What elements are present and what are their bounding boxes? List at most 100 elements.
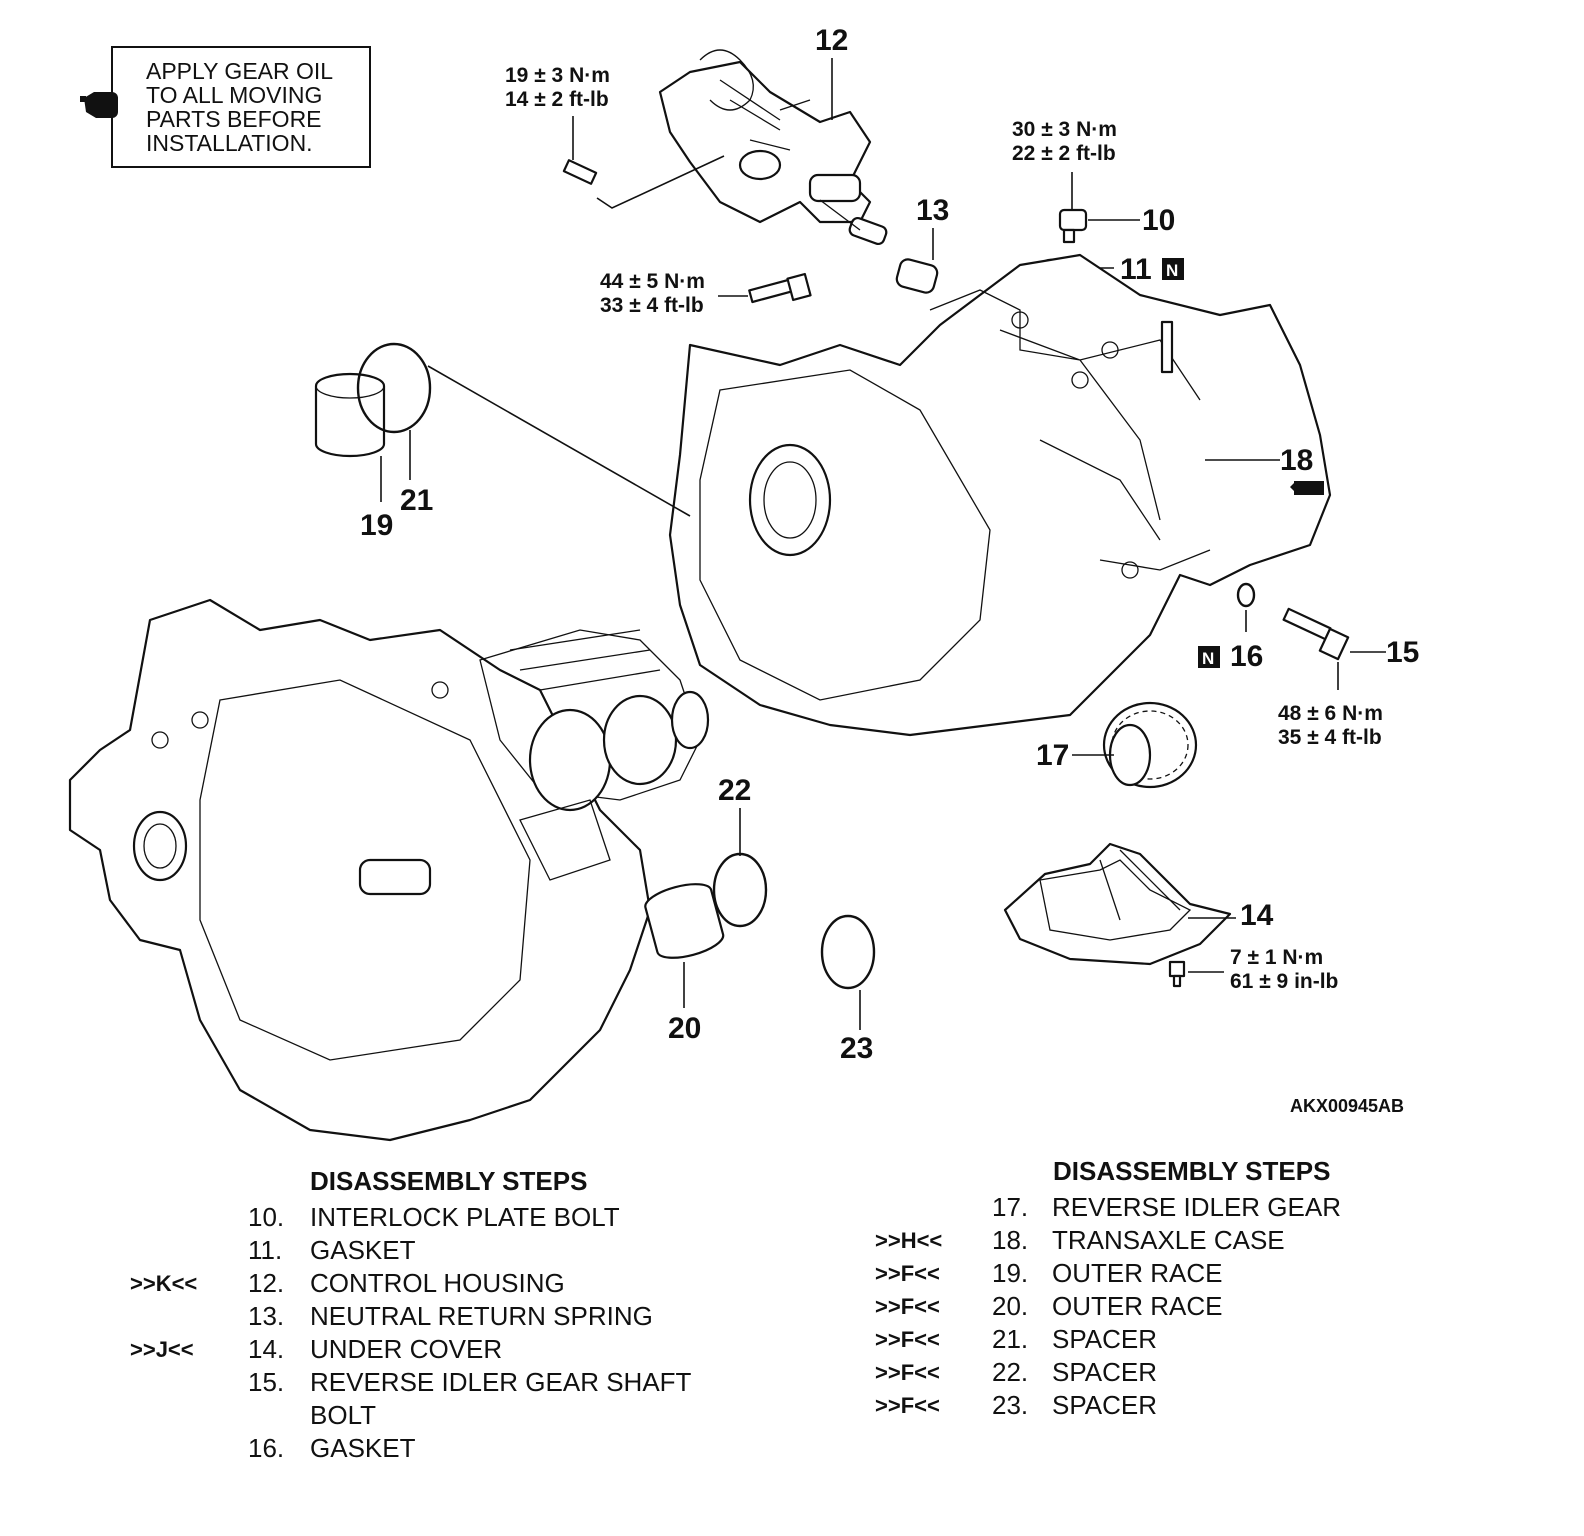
reverse-idler-gear-part — [1072, 701, 1198, 789]
gear-oil-note: APPLY GEAR OIL TO ALL MOVING PARTS BEFOR… — [80, 46, 371, 168]
clutch-housing-assembly-part — [68, 598, 710, 1142]
step-row: >>K<<12.CONTROL HOUSING — [130, 1267, 750, 1300]
figure-code: AKX00945AB — [1290, 1096, 1404, 1116]
svg-text:N: N — [1202, 649, 1214, 668]
step-label: CONTROL HOUSING — [310, 1268, 565, 1298]
torque-15-ftlb: 35 ± 4 ft-lb — [1278, 726, 1382, 749]
callout-13: 13 — [916, 194, 949, 227]
under-cover-bolt-part — [1168, 960, 1224, 988]
step-number: 14. — [248, 1334, 285, 1364]
step-number: 17. — [992, 1192, 1029, 1222]
torque-10-nm: 30 ± 3 N·m — [1012, 118, 1117, 141]
step-number: 13. — [248, 1301, 285, 1331]
step-row: 10. INTERLOCK PLATE BOLT — [130, 1201, 750, 1234]
step-label: SPACER — [1052, 1357, 1157, 1387]
step-label: OUTER RACE — [1052, 1291, 1223, 1321]
step-number: 10. — [248, 1202, 285, 1232]
step-label: INTERLOCK PLATE BOLT — [310, 1202, 620, 1232]
step-label: SPACER — [1052, 1390, 1157, 1420]
control-housing-part — [658, 49, 888, 246]
step-row: >>H<< 18. TRANSAXLE CASE — [875, 1224, 1455, 1257]
step-row: >>F<< 23. SPACER — [875, 1389, 1455, 1422]
step-row: >>F<< 19. OUTER RACE — [875, 1257, 1455, 1290]
callout-10: 10 — [1142, 204, 1175, 237]
spacer-21-part — [356, 342, 432, 480]
control-housing-bolt — [562, 116, 725, 209]
callout-15: 15 — [1386, 636, 1419, 669]
callout-11: 11 — [1120, 253, 1152, 286]
svg-text:N: N — [1166, 261, 1178, 280]
under-cover-part — [1003, 842, 1236, 966]
callout-22: 22 — [718, 774, 751, 807]
interlock-plate-bolt-part — [1058, 172, 1140, 244]
steps-right-list: 17. REVERSE IDLER GEAR >>H<< 18. TRANSAXLE C… — [875, 1191, 1455, 1422]
step-number: 23. — [992, 1390, 1029, 1420]
step-label: OUTER RACE — [1052, 1258, 1223, 1288]
step-label: NEUTRAL RETURN SPRING — [310, 1301, 653, 1331]
step-row: 17. REVERSE IDLER GEAR — [875, 1191, 1455, 1224]
new-part-badge-11: N — [1162, 258, 1184, 280]
torque-15-nm: 48 ± 6 N·m — [1278, 702, 1383, 725]
step-row: >>F<< 21. SPACER — [875, 1323, 1455, 1356]
note-line-2: TO ALL MOVING — [146, 82, 322, 108]
step-number: 16. — [248, 1433, 285, 1463]
step-label: TRANSAXLE CASE — [1052, 1225, 1285, 1255]
step-row: BOLT — [130, 1399, 750, 1432]
outer-race-20-part — [644, 883, 725, 1008]
spacer-23-part — [820, 914, 876, 1030]
callout-20: 20 — [668, 1012, 701, 1045]
callout-21: 21 — [400, 484, 433, 517]
torque-12-ftlb: 14 ± 2 ft-lb — [505, 88, 609, 111]
torque-case-ftlb: 33 ± 4 ft-lb — [600, 294, 704, 317]
step-procedure-mark: >>H<< — [875, 1228, 943, 1253]
step-number: 22. — [992, 1357, 1029, 1387]
step-label: REVERSE IDLER GEAR SHAFT — [310, 1367, 692, 1397]
step-procedure-mark: >>F<< — [875, 1294, 940, 1319]
torque-case-nm: 44 ± 5 N·m — [600, 270, 705, 293]
step-number: 19. — [992, 1258, 1029, 1288]
callout-19: 19 — [360, 509, 393, 542]
note-line-4: INSTALLATION. — [146, 130, 313, 156]
note-line-3: PARTS BEFORE — [146, 106, 322, 132]
callout-12: 12 — [815, 24, 848, 57]
callout-17: 17 — [1036, 739, 1069, 772]
step-number: 12. — [248, 1268, 285, 1298]
note-line-1: APPLY GEAR OIL — [146, 58, 333, 84]
steps-right-title: DISASSEMBLY STEPS — [1053, 1156, 1331, 1186]
neutral-return-spring-part — [895, 228, 939, 294]
step-number: 18. — [992, 1225, 1029, 1255]
step-row: >>F<< 22. SPACER — [875, 1356, 1455, 1389]
step-row: 13. NEUTRAL RETURN SPRING — [130, 1300, 750, 1333]
step-number: 20. — [992, 1291, 1029, 1321]
step-row: 16. GASKET — [130, 1432, 750, 1465]
step-label: SPACER — [1052, 1324, 1157, 1354]
transaxle-case-part — [427, 253, 1332, 737]
idler-shaft-bolt-part — [1282, 607, 1386, 690]
steps-left-title: DISASSEMBLY STEPS — [310, 1166, 588, 1196]
torque-14-inlb: 61 ± 9 in-lb — [1230, 970, 1338, 993]
step-row: >>F<< 20. OUTER RACE — [875, 1290, 1455, 1323]
disassembly-steps-left: DISASSEMBLY STEPS 10. INTERLOCK PLATE BOL… — [130, 1166, 750, 1465]
oil-can-icon — [80, 92, 118, 118]
step-row: 11.GASKET — [130, 1234, 750, 1267]
step-label: GASKET — [310, 1433, 416, 1463]
step-label: BOLT — [310, 1400, 376, 1430]
step-number: 21. — [992, 1324, 1029, 1354]
step-procedure-mark: >>F<< — [875, 1261, 940, 1286]
step-label: REVERSE IDLER GEAR — [1052, 1192, 1341, 1222]
step-procedure-mark: >>F<< — [875, 1360, 940, 1385]
case-bolt-part — [718, 272, 812, 304]
gasket-16-part — [1236, 582, 1256, 632]
step-row: 15. REVERSE IDLER GEAR SHAFT — [130, 1366, 750, 1399]
outer-race-19-part — [314, 372, 386, 502]
step-number: 15. — [248, 1367, 285, 1397]
new-part-badge-16: N — [1198, 646, 1220, 668]
callout-14: 14 — [1240, 899, 1274, 932]
step-number: 11. — [248, 1235, 283, 1265]
sealant-tube-icon — [1276, 481, 1324, 495]
step-procedure-mark: >>F<< — [875, 1327, 940, 1352]
step-procedure-mark: >>J<< — [130, 1337, 194, 1362]
step-procedure-mark: >>F<< — [875, 1393, 940, 1418]
